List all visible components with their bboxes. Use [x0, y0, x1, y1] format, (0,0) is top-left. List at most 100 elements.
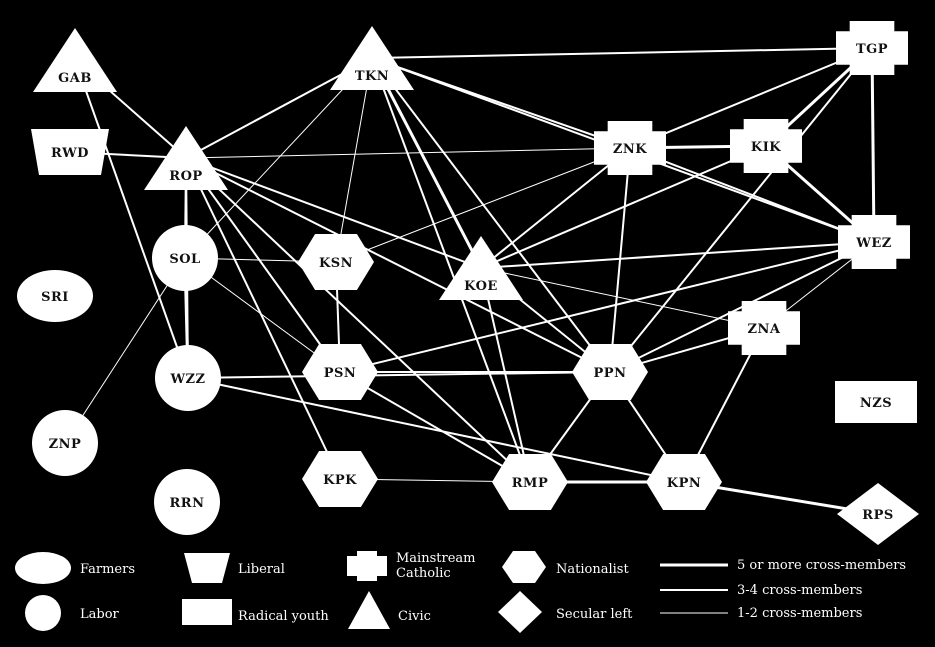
node-wez: WEZ: [838, 215, 910, 269]
node-label-kik: KIK: [751, 140, 781, 155]
node-label-wzz: WZZ: [169, 372, 205, 387]
node-label-znk: ZNK: [613, 142, 647, 157]
hexagon-icon: [302, 344, 378, 400]
edge-gab-wzz: [74, 59, 189, 379]
node-zna: ZNA: [728, 301, 800, 355]
cross-icon: [728, 301, 800, 355]
legend-label-liberal: Liberal: [238, 562, 285, 577]
cross-icon: [594, 121, 666, 175]
node-kpk: KPK: [302, 451, 378, 507]
circle-icon: [152, 225, 218, 291]
node-kpn: KPN: [646, 454, 722, 510]
edge-koe-zna: [480, 267, 765, 329]
legend-diamond-icon: [498, 591, 542, 633]
circle-icon: [32, 410, 98, 476]
node-label-kpn: KPN: [667, 476, 701, 491]
legend-item-nationalist: Nationalist: [502, 551, 629, 583]
edge-rop-ppn: [185, 157, 611, 373]
ellipse-icon: [17, 270, 93, 322]
node-label-ppn: PPN: [594, 366, 627, 381]
circle-icon: [154, 469, 220, 535]
edge-psn-rmp: [339, 371, 531, 483]
legend-item-mainstream-catholic: Mainstream Catholic: [347, 551, 475, 581]
node-label-rwd: RWD: [51, 146, 89, 161]
node-label-rps: RPS: [862, 508, 893, 523]
triangle-icon: [144, 126, 228, 190]
node-kik: KIK: [730, 119, 802, 173]
legend-label-mainstream: Mainstream: [396, 551, 475, 566]
legend-rect-icon: [182, 599, 232, 625]
edge-rop-znk: [185, 147, 631, 159]
node-znk: ZNK: [594, 121, 666, 175]
edge-koe-znk: [480, 147, 631, 269]
edge-rop-psn: [185, 157, 341, 373]
edge-znk-tgp: [629, 47, 873, 149]
legend-item-secular-left: Secular left: [498, 591, 633, 633]
node-znp: ZNP: [32, 410, 98, 476]
edge-tgp-ppn: [609, 47, 873, 373]
node-nzs: NZS: [835, 381, 917, 423]
legend-label-farmers: Farmers: [80, 562, 135, 577]
legend-label-secular-left: Secular left: [556, 607, 633, 622]
edge-rop-rmp: [185, 157, 531, 483]
legend-label-civic: Civic: [398, 609, 431, 624]
node-rop: ROP: [144, 126, 228, 190]
hexagon-icon: [646, 454, 722, 510]
legend-label-nationalist: Nationalist: [556, 562, 629, 577]
edge-koe-rmp: [480, 267, 531, 483]
node-label-koe: KOE: [464, 279, 498, 294]
node-label-rop: ROP: [169, 169, 202, 184]
hexagon-icon: [572, 344, 648, 400]
edge-tkn-koe: [370, 57, 483, 269]
legend-label-line-5plus: 5 or more cross-members: [737, 558, 906, 573]
legend-item-line-1to2: 1-2 cross-members: [660, 606, 862, 621]
edge-tkn-tgp: [371, 47, 873, 59]
edge-ppn-znk: [609, 147, 631, 373]
hexagon-icon: [302, 451, 378, 507]
legend-label-line-1to2: 1-2 cross-members: [737, 606, 862, 621]
node-rmp: RMP: [492, 454, 568, 510]
node-label-rmp: RMP: [512, 476, 548, 491]
edge-koe-kik: [480, 145, 767, 269]
node-tgp: TGP: [836, 21, 908, 75]
node-label-sri: SRI: [41, 290, 69, 305]
edge-wzz-kpn: [187, 377, 685, 483]
edge-koe-wez: [480, 241, 875, 269]
legend-hexagon-icon: [502, 551, 546, 583]
edge-sol-znp: [64, 257, 186, 444]
node-tkn: TKN: [330, 26, 414, 90]
node-label-kpk: KPK: [323, 473, 357, 488]
node-label-tgp: TGP: [856, 42, 888, 57]
trapezoid-icon: [31, 129, 109, 175]
node-label-tkn: TKN: [355, 69, 389, 84]
edge-rop-koe: [185, 157, 482, 269]
circle-icon: [155, 345, 221, 411]
triangle-icon: [330, 26, 414, 90]
legend-triangle-icon: [348, 591, 390, 629]
legend-ellipse-icon: [15, 552, 71, 584]
edge-tkn-ppn: [371, 57, 611, 373]
cross-icon: [838, 215, 910, 269]
legend-label-line-3to4: 3-4 cross-members: [737, 583, 862, 598]
node-label-gab: GAB: [58, 71, 92, 86]
cross-icon: [730, 119, 802, 173]
legend-cross-icon: [347, 551, 387, 581]
diamond-icon: [837, 483, 919, 545]
edge-tgp-wez: [870, 47, 876, 243]
edge-tkn-rmp: [371, 57, 531, 483]
triangle-icon: [33, 28, 117, 92]
legend-item-line-3to4: 3-4 cross-members: [660, 583, 862, 598]
node-label-sol: SOL: [169, 252, 200, 267]
triangle-icon: [439, 236, 523, 300]
legend-label-labor: Labor: [80, 607, 120, 622]
node-label-ksn: KSN: [319, 256, 353, 271]
node-ppn: PPN: [572, 344, 648, 400]
node-wzz: WZZ: [155, 345, 221, 411]
legend-item-civic: Civic: [348, 591, 431, 629]
node-label-wez: WEZ: [855, 236, 892, 251]
nodes-layer: GAB TKN TGP RWD ROP ZNK KIK SOL KSN KOE WEZ SRI ZNA P…: [17, 21, 919, 545]
node-label-rrn: RRN: [170, 496, 205, 511]
cross-icon: [836, 21, 908, 75]
node-koe: KOE: [439, 236, 523, 300]
